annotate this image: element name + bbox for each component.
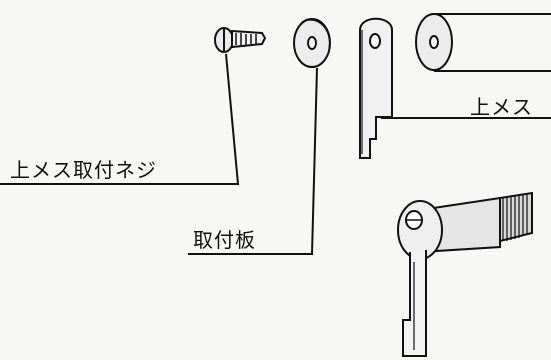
upper-knife-mounting-screw-label: 上メス取付ネジ bbox=[10, 158, 157, 182]
mounting-plate-drawing bbox=[293, 18, 331, 68]
assembled-unit-drawing bbox=[397, 191, 533, 357]
cylinder-drawing bbox=[415, 13, 551, 72]
leader-lines bbox=[0, 53, 551, 255]
mounting-plate-label: 取付板 bbox=[193, 228, 256, 252]
screw-drawing bbox=[214, 27, 267, 53]
upper-knife-label: 上メス bbox=[470, 95, 533, 119]
upper-knife-drawing bbox=[359, 17, 393, 159]
